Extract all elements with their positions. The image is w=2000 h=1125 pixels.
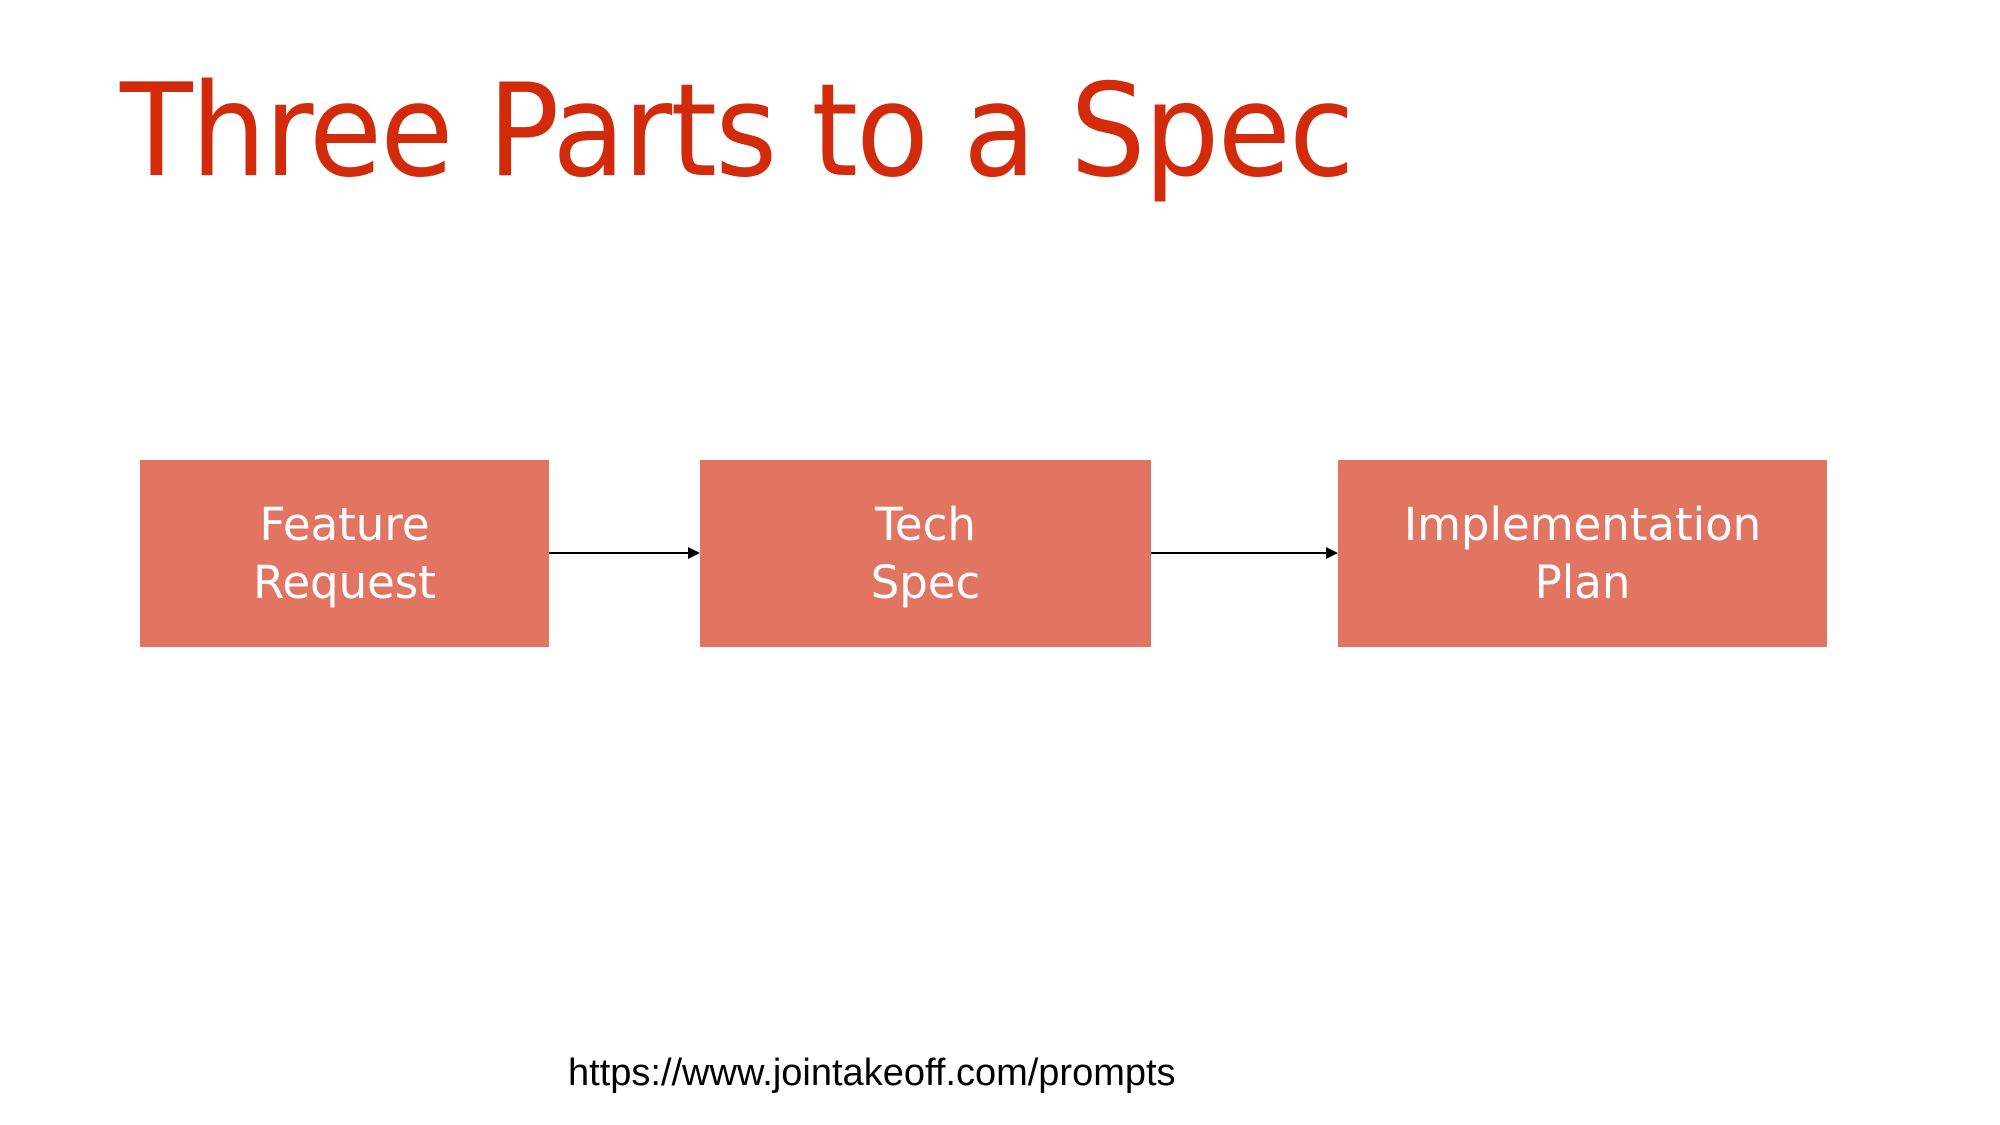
slide-title: Three Parts to a Spec bbox=[120, 57, 1354, 206]
node-tech-spec: Tech Spec bbox=[700, 460, 1151, 647]
arrow-right-icon bbox=[549, 547, 700, 559]
node-implementation-plan: Implementation Plan bbox=[1338, 460, 1827, 647]
node-label-line: Plan bbox=[1534, 555, 1631, 609]
node-label-line: Implementation bbox=[1403, 497, 1762, 551]
node-feature-request: Feature Request bbox=[140, 460, 549, 647]
node-label-line: Request bbox=[253, 555, 436, 609]
footer-url: https://www.jointakeoff.com/prompts bbox=[568, 1052, 1176, 1094]
arrow-right-icon bbox=[1151, 547, 1338, 559]
node-label-line: Spec bbox=[870, 555, 981, 609]
arrowhead-icon bbox=[688, 547, 700, 559]
arrowhead-icon bbox=[1326, 547, 1338, 559]
node-label-line: Tech bbox=[875, 497, 976, 551]
node-label-line: Feature bbox=[259, 497, 430, 551]
